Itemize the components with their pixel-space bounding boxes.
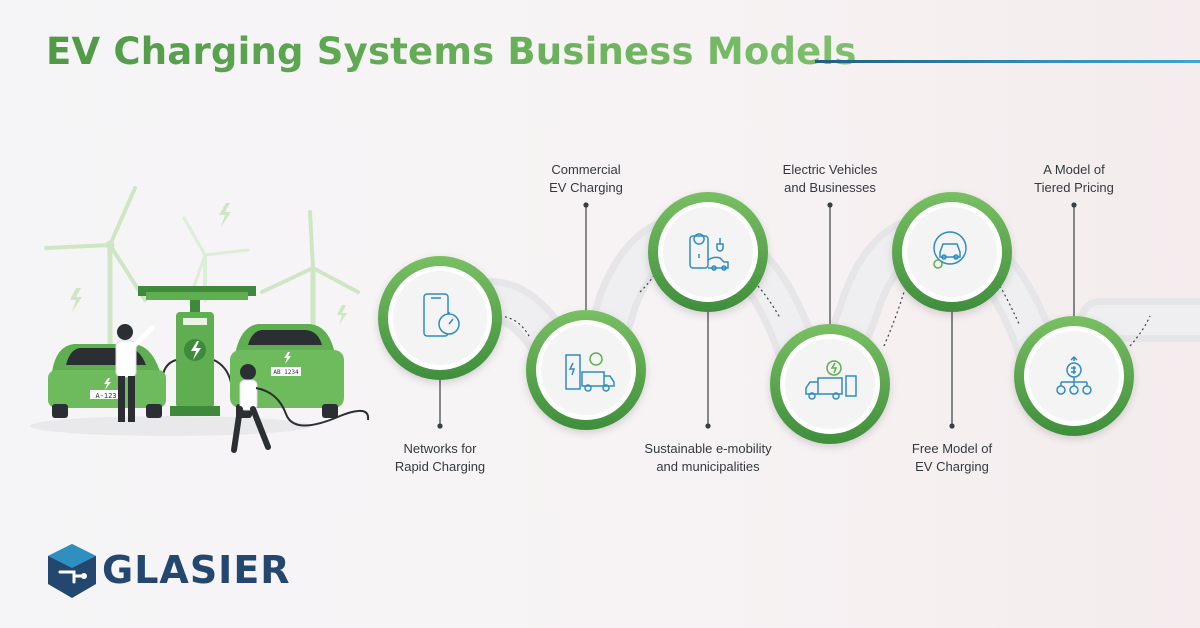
charging-station [138,286,256,416]
ev-charging-illustration: A-123 AB 1234 [30,186,370,453]
model-label-ev-businesses: Electric Vehicles and Businesses [782,162,878,195]
model-label-sustainable-mobility: Sustainable e-mobility and municipalitie… [644,441,772,474]
bolt-icon [104,378,111,390]
bolt-icon [284,352,291,364]
model-node-5 [892,192,1012,312]
wind-turbine-icon [44,186,147,363]
model-node-4 [770,324,890,444]
model-label-free-model: Free Model of EV Charging [911,441,993,474]
model-node-6 [1014,316,1134,436]
bolt-icon [219,203,231,227]
brand-name: GLASIER [102,548,291,592]
electric-car-right: AB 1234 [230,324,344,418]
phone-stopwatch-icon [423,293,460,337]
bolt-icon [70,288,82,312]
model-node-3 [648,192,768,312]
label-connectors [437,202,1077,429]
title-divider [815,60,1200,63]
model-label-tiered-pricing: A Model of Tiered Pricing [1034,162,1114,195]
bolt-icon [191,341,201,360]
page-title: EV Charging Systems Business Models [46,30,857,73]
map-pin-car-icon [689,233,729,271]
person-woman [231,364,370,453]
wind-turbine-icon [260,210,360,333]
license-plate: A-123 [95,392,116,400]
car-gear-icon [933,231,967,269]
electric-car-left: A-123 [48,344,166,418]
model-node-1 [378,256,502,380]
license-plate: AB 1234 [273,369,299,376]
bolt-icon [337,305,347,325]
pricing-tree-icon [1056,355,1092,395]
person-man [115,324,155,422]
glasier-logo-icon [48,544,96,598]
charger-truck-icon [565,352,615,392]
model-label-commercial-charging: Commercial EV Charging [549,162,623,195]
model-label-rapid-charging: Networks for Rapid Charging [394,441,486,474]
model-node-2 [526,310,646,430]
ground-shadow [30,416,310,436]
delivery-truck-icon [805,360,857,400]
